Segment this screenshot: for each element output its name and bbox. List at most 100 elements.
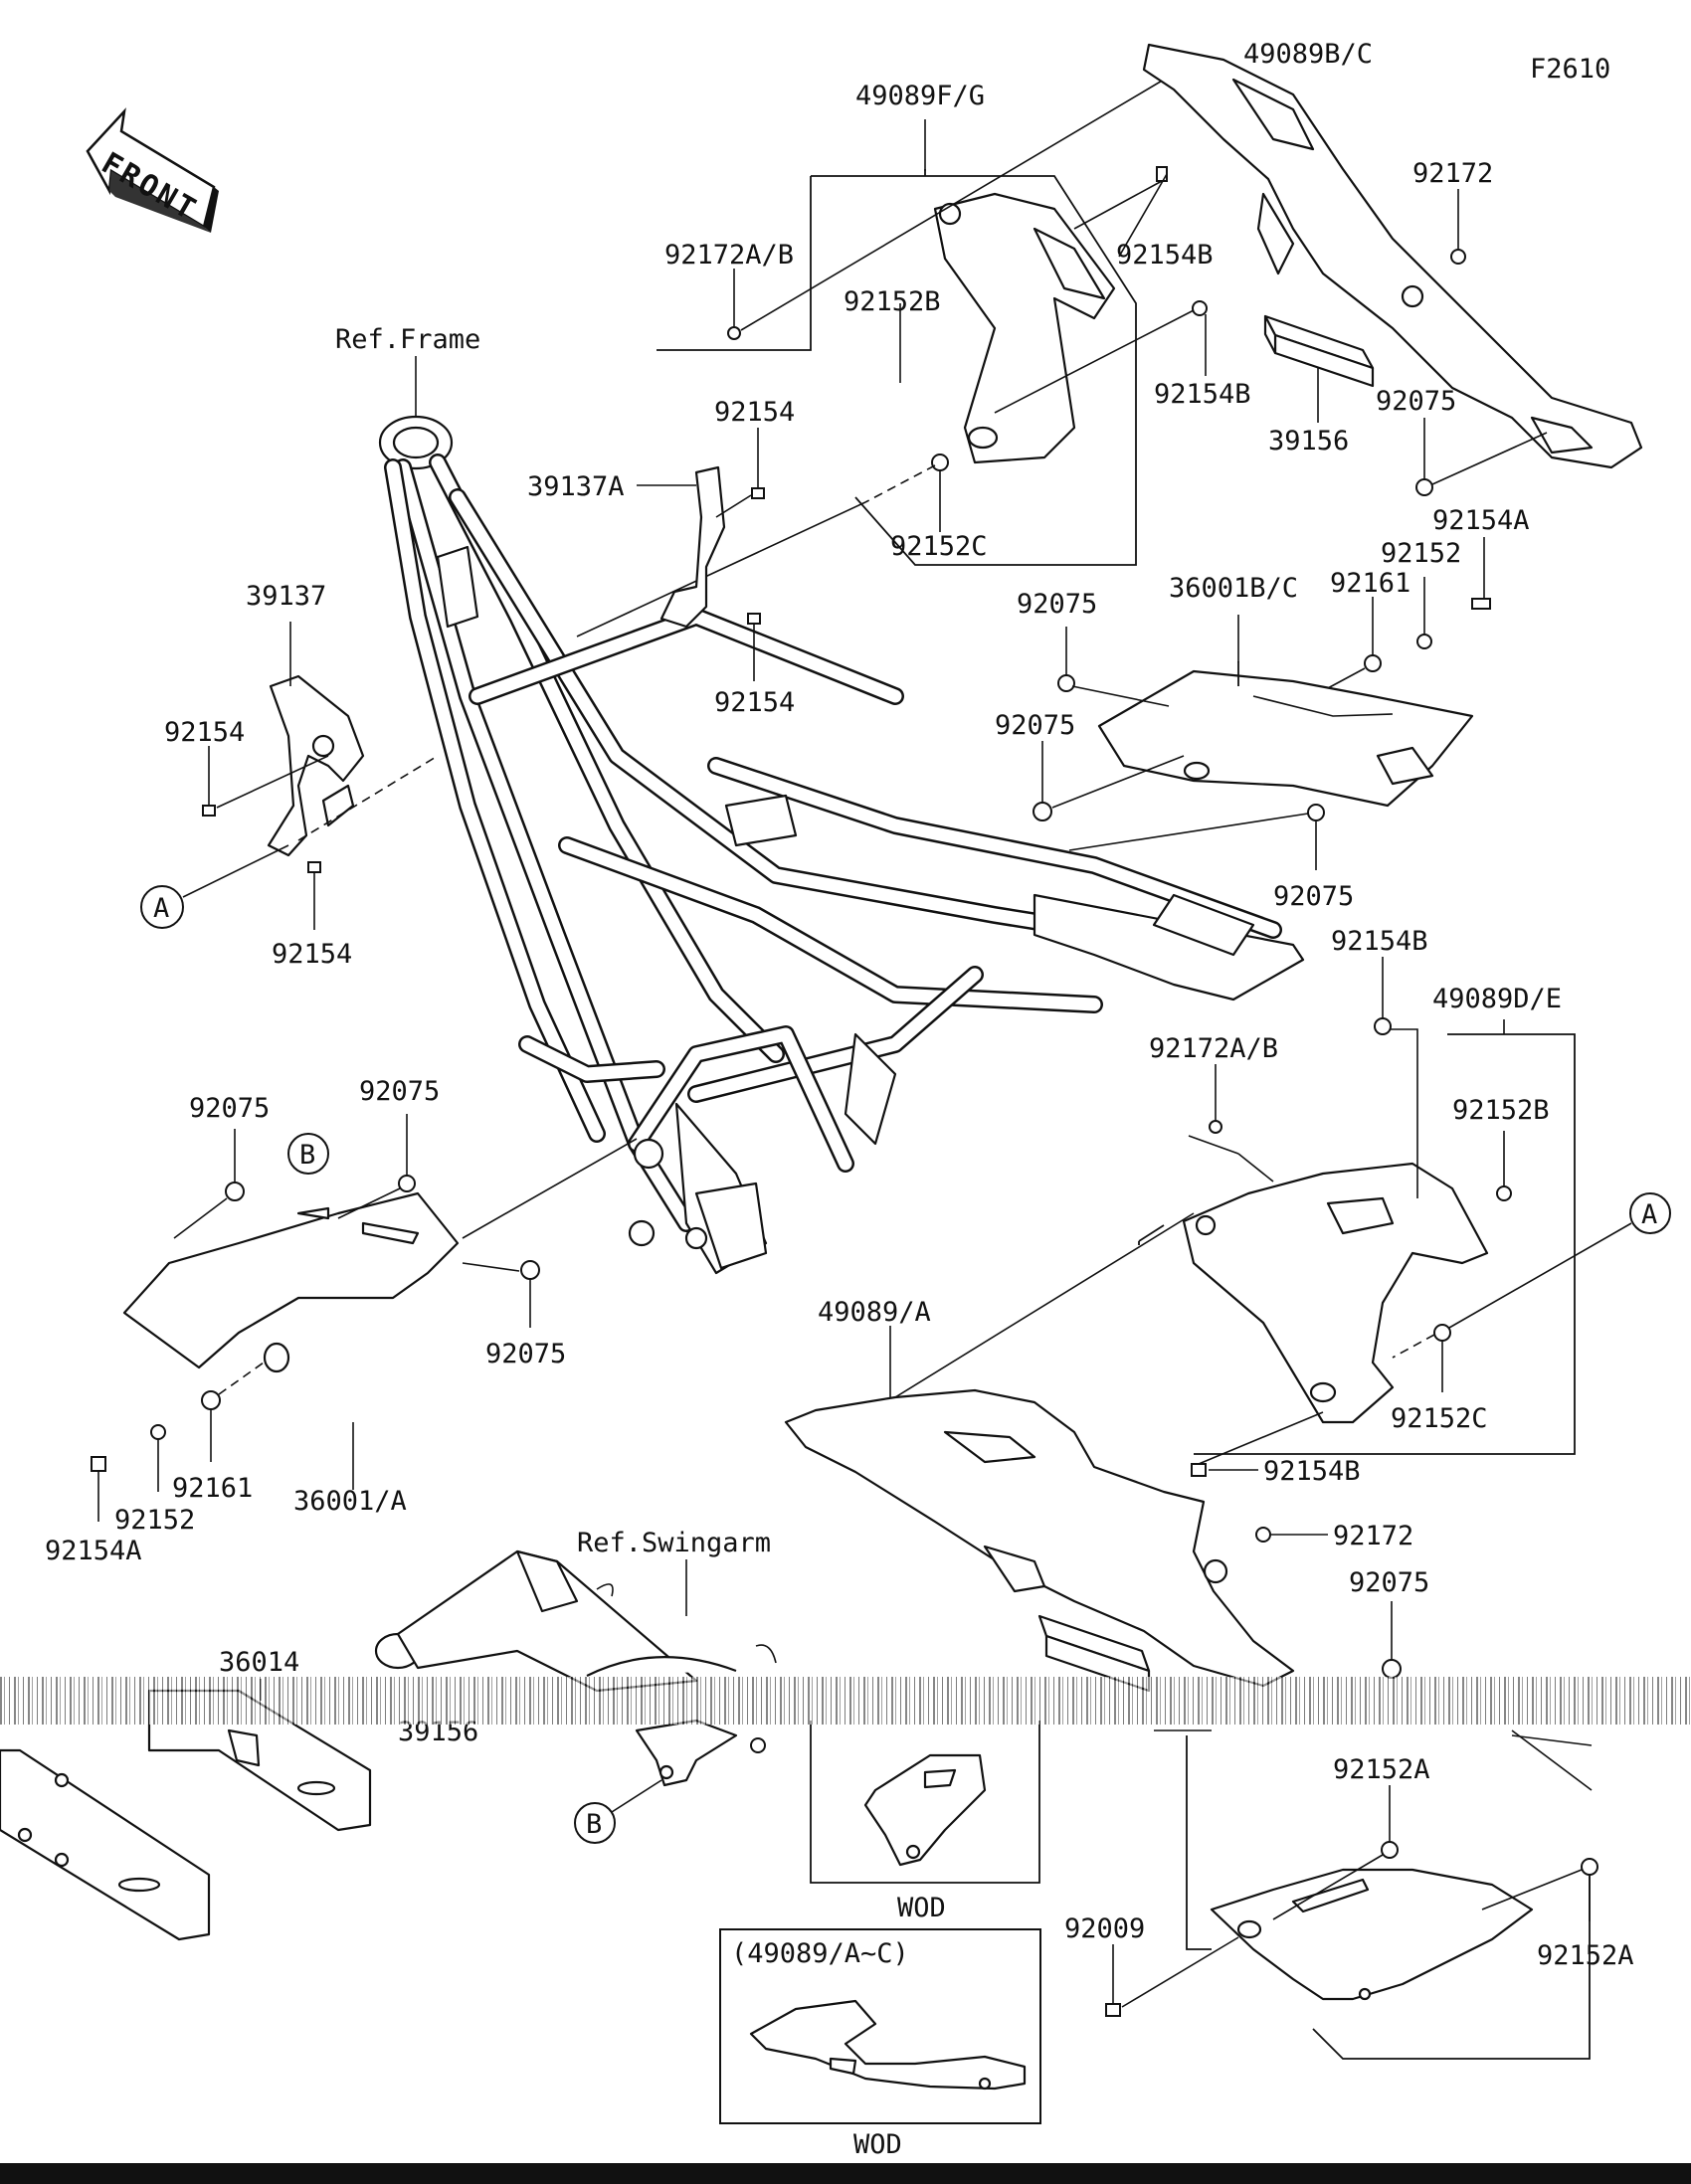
label-92152b-mid: 92152B	[1452, 1095, 1550, 1126]
bracket-39137a	[659, 465, 726, 629]
callout-a-left	[140, 885, 184, 929]
grommet-92075-f	[398, 1175, 416, 1192]
label-92152c-top: 92152C	[890, 531, 988, 562]
bolt-92154-1	[751, 487, 765, 499]
bolt-92154a-low	[91, 1456, 106, 1472]
grommet-92152-top	[1416, 634, 1432, 649]
bolt-92154-4	[307, 861, 321, 873]
label-92154a-low: 92154A	[45, 1536, 142, 1566]
grommet-92161-top	[1364, 654, 1382, 672]
label-92075-top: 92075	[1376, 386, 1456, 417]
label-92075-d: 92075	[1273, 881, 1354, 912]
grommet-92152b-mid	[1496, 1185, 1512, 1201]
label-92172ab-mid: 92172A/B	[1149, 1033, 1278, 1064]
label-39137a: 39137A	[527, 471, 625, 502]
callout-b-bottom	[574, 1802, 616, 1844]
screw-92172ab-mid	[1209, 1120, 1222, 1134]
label-36001bc: 36001B/C	[1169, 573, 1298, 604]
inset-bottom: (49089/A~C) WOD	[719, 1928, 1041, 2160]
front-arrow-icon: FRONT	[86, 107, 219, 233]
bolt-92154-3	[202, 805, 216, 817]
figure-code: F2610	[1530, 54, 1610, 85]
grommet-92172-low	[1255, 1527, 1271, 1543]
callout-a-right-label: A	[1641, 1199, 1657, 1230]
lower-cowl-49089a	[784, 1388, 1295, 1688]
label-92152a-2: 92152A	[1537, 1940, 1634, 1971]
label-92075-h: 92075	[1349, 1567, 1429, 1598]
block-39156-top	[1263, 314, 1375, 388]
callout-a-right	[1629, 1192, 1671, 1234]
label-92172ab-top: 92172A/B	[664, 240, 794, 271]
grommet-92075-h	[1382, 1659, 1402, 1679]
label-92152a-1: 92152A	[1333, 1754, 1430, 1785]
label-92152-top: 92152	[1381, 538, 1461, 569]
label-92172-low: 92172	[1333, 1521, 1413, 1551]
label-92172-top: 92172	[1412, 158, 1493, 189]
label-39156-top: 39156	[1268, 426, 1349, 456]
grommet-92075-b	[1057, 674, 1075, 692]
chain-guard-lower	[0, 1748, 211, 1941]
grommet-92152-low	[150, 1424, 166, 1440]
label-92075-g: 92075	[485, 1339, 566, 1369]
label-92154-1: 92154	[714, 397, 795, 428]
grommet-92161-low	[201, 1390, 221, 1410]
grommet-92152a-1	[1381, 1841, 1399, 1859]
inset-bottom-title: (49089/A~C)	[731, 1938, 909, 1969]
callout-b-left	[287, 1133, 329, 1175]
main-frame	[378, 415, 1305, 1275]
bolt-92009	[1105, 2003, 1121, 2017]
grommet-92075-top	[1415, 478, 1433, 496]
label-92075-f: 92075	[359, 1076, 440, 1107]
ref-swingarm-label: Ref.Swingarm	[577, 1528, 771, 1558]
swingarm	[374, 1549, 777, 1693]
grommet-92075-e	[225, 1182, 245, 1201]
label-92075-b: 92075	[1017, 589, 1097, 620]
label-49089de: 49089D/E	[1432, 984, 1562, 1014]
panel-36001a	[122, 1191, 460, 1373]
bolt-92154a-top	[1471, 598, 1491, 610]
grommet-92152a-2	[1581, 1858, 1598, 1876]
label-36001a: 36001/A	[293, 1486, 407, 1517]
bracket-small	[635, 1719, 738, 1787]
label-49089bc: 49089B/C	[1243, 39, 1373, 70]
nut-92154b-2	[1192, 300, 1208, 316]
bolt-92154b-1	[1156, 166, 1168, 182]
inset-top: WOD	[810, 1721, 1040, 1923]
inset-top-label: WOD	[897, 1893, 946, 1923]
nut-92154b-3	[1374, 1017, 1392, 1035]
label-92154-3: 92154	[164, 717, 245, 748]
grommet-92075-d	[1307, 804, 1325, 821]
label-92154b-1: 92154B	[1116, 240, 1214, 271]
label-92154-2: 92154	[714, 687, 795, 718]
label-92154b-4: 92154B	[1263, 1456, 1361, 1487]
label-49089fg: 49089F/G	[855, 81, 985, 111]
side-cover-49089de	[1182, 1162, 1489, 1424]
label-92152-low: 92152	[114, 1505, 195, 1536]
panel-36001bc	[1097, 669, 1474, 808]
callout-b-bottom-label: B	[586, 1809, 602, 1840]
inset-bottom-label: WOD	[853, 2129, 902, 2160]
ref-frame-label: Ref.Frame	[335, 324, 480, 355]
scan-artifact-band	[0, 1677, 1691, 1725]
label-92075-c: 92075	[995, 710, 1075, 741]
bracket-39137	[267, 674, 365, 857]
screw-92172ab-top	[727, 326, 741, 340]
label-92152c-mid: 92152C	[1391, 1403, 1488, 1434]
label-36014: 36014	[219, 1647, 299, 1678]
label-49089a: 49089/A	[818, 1297, 931, 1328]
grommet-92172-top	[1450, 249, 1466, 265]
callout-b-left-label: B	[299, 1140, 315, 1171]
label-92009: 92009	[1064, 1913, 1145, 1944]
bolt-92154-2	[747, 613, 761, 625]
label-92154b-3: 92154B	[1331, 926, 1428, 957]
label-92075-e: 92075	[189, 1093, 270, 1124]
tail-cover-49089bc	[1142, 43, 1643, 469]
label-92161-low: 92161	[172, 1473, 253, 1504]
grommet-92152c-mid	[1433, 1324, 1451, 1342]
label-92154a-top: 92154A	[1432, 505, 1530, 536]
label-92154-4: 92154	[272, 939, 352, 970]
grommet-92152c-top	[931, 454, 949, 471]
label-92161-top: 92161	[1330, 568, 1410, 599]
side-cover-49089fg	[933, 192, 1116, 464]
